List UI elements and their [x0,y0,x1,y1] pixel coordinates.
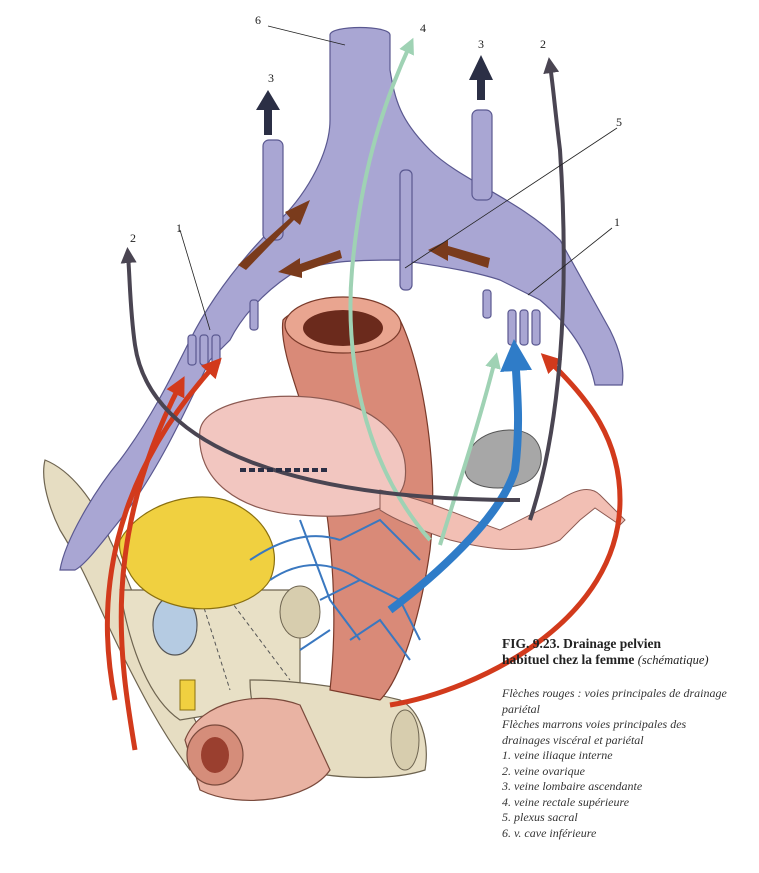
legend-brown-line2: drainages viscéral et pariétal [502,733,754,749]
legend-item: 2. veine ovarique [502,764,754,780]
figure-title: FIG. 9.23. Drainage pelvien habituel che… [502,636,754,668]
figure-title-sub: (schématique) [638,653,709,667]
legend-item: 6. v. cave inférieure [502,826,754,842]
small-yellow-tube [180,680,195,710]
legend: Flèches rouges : voies principales de dr… [502,686,754,841]
figure-caption: FIG. 9.23. Drainage pelvien habituel che… [502,636,754,841]
legend-red-line2: pariétal [502,702,754,718]
legend-item: 4. veine rectale supérieure [502,795,754,811]
callout-2-left: 2 [130,231,136,245]
figure-title-line1: FIG. 9.23. Drainage pelvien [502,636,661,651]
legend-item: 5. plexus sacral [502,810,754,826]
legend-item: 3. veine lombaire ascendante [502,779,754,795]
legend-brown-line1: Flèches marrons voies principales des [502,717,754,733]
callout-1-left: 1 [176,221,182,235]
callout-5: 5 [616,115,622,129]
ovary [465,430,542,488]
legend-item: 1. veine iliaque interne [502,748,754,764]
figure-title-line2: habituel chez la femme [502,652,634,667]
callout-1-right: 1 [614,215,620,229]
callout-2-right: 2 [540,37,546,51]
callout-4: 4 [420,21,426,35]
callout-6: 6 [255,13,261,27]
callout-3-right: 3 [478,37,484,51]
callout-3-left: 3 [268,71,274,85]
legend-red-line1: Flèches rouges : voies principales de dr… [502,686,754,702]
